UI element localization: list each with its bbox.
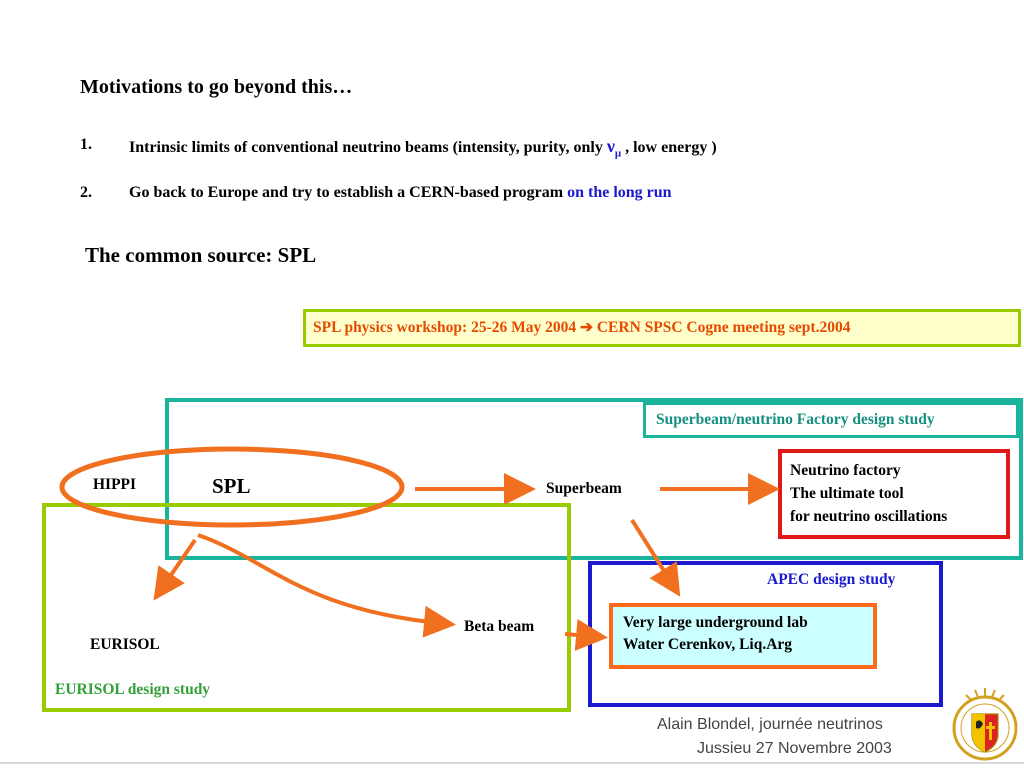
nu-mu-symbol: νμ — [606, 136, 621, 160]
neutrino-factory-line-2: The ultimate tool — [790, 485, 904, 502]
workshop-text-end: CERN SPSC Cogne meeting sept.2004 — [592, 319, 851, 336]
workshop-box — [303, 309, 1021, 347]
neutrino-factory-box — [778, 449, 1010, 539]
neutrino-factory-text: Neutrino factory The ultimate tool for n… — [790, 459, 947, 528]
node-superbeam: Superbeam — [546, 480, 622, 497]
node-spl: SPL — [212, 474, 251, 498]
arrow-superbeam-to-lab — [630, 518, 681, 597]
underground-lab-line-2: Water Cerenkov, Liq.Arg — [623, 636, 793, 653]
eurisol-study-label: EURISOL design study — [55, 681, 211, 698]
arrow-spl-to-beta-beam — [197, 533, 456, 638]
spl-hippi-ellipse — [59, 446, 405, 528]
list-item-2-highlight: on the long run — [567, 184, 672, 201]
list-item-2: Go back to Europe and try to establish a… — [129, 184, 672, 202]
list-item-2-text: Go back to Europe and try to establish a… — [129, 184, 568, 201]
footer-divider — [0, 762, 1024, 764]
workshop-text-start: SPL physics workshop: 25-26 May 2004 — [313, 319, 580, 336]
slide-title: Motivations to go beyond this… — [80, 76, 353, 98]
nu-symbol: ν — [606, 136, 615, 156]
list-item-1: Intrinsic limits of conventional neutrin… — [129, 136, 717, 160]
list-number-1: 1. — [80, 136, 92, 153]
apec-study-label: APEC design study — [767, 571, 896, 588]
footer-date: Jussieu 27 Novembre 2003 — [697, 740, 892, 757]
node-hippi: HIPPI — [93, 476, 137, 493]
list-item-1-tail: , low energy ) — [621, 139, 717, 156]
footer-author: Alain Blondel, journée neutrinos — [657, 716, 883, 733]
university-seal-icon — [952, 688, 1018, 761]
list-item-1-text: Intrinsic limits of conventional neutrin… — [129, 139, 607, 156]
superbeam-study-box — [165, 398, 1023, 560]
node-eurisol: EURISOL — [90, 636, 160, 653]
section-subtitle: The common source: SPL — [85, 243, 317, 267]
underground-lab-text: Very large underground lab Water Cerenko… — [623, 612, 808, 656]
neutrino-factory-line-3: for neutrino oscillations — [790, 508, 948, 525]
arrow-beta-beam-to-lab — [564, 619, 608, 651]
arrow-spl-to-eurisol — [153, 538, 197, 601]
node-beta-beam: Beta beam — [464, 618, 535, 635]
superbeam-study-label-box — [643, 402, 1019, 438]
eurisol-study-box — [42, 503, 571, 712]
right-arrow-icon: ➔ — [579, 319, 593, 336]
mu-subscript: μ — [614, 147, 622, 160]
superbeam-study-label: Superbeam/neutrino Factory design study — [656, 411, 935, 428]
list-number-2: 2. — [80, 184, 92, 201]
neutrino-factory-line-1: Neutrino factory — [790, 462, 901, 479]
underground-lab-line-1: Very large underground lab — [623, 614, 808, 631]
underground-lab-box — [609, 603, 877, 669]
workshop-text: SPL physics workshop: 25-26 May 2004 ➔ C… — [313, 318, 850, 337]
